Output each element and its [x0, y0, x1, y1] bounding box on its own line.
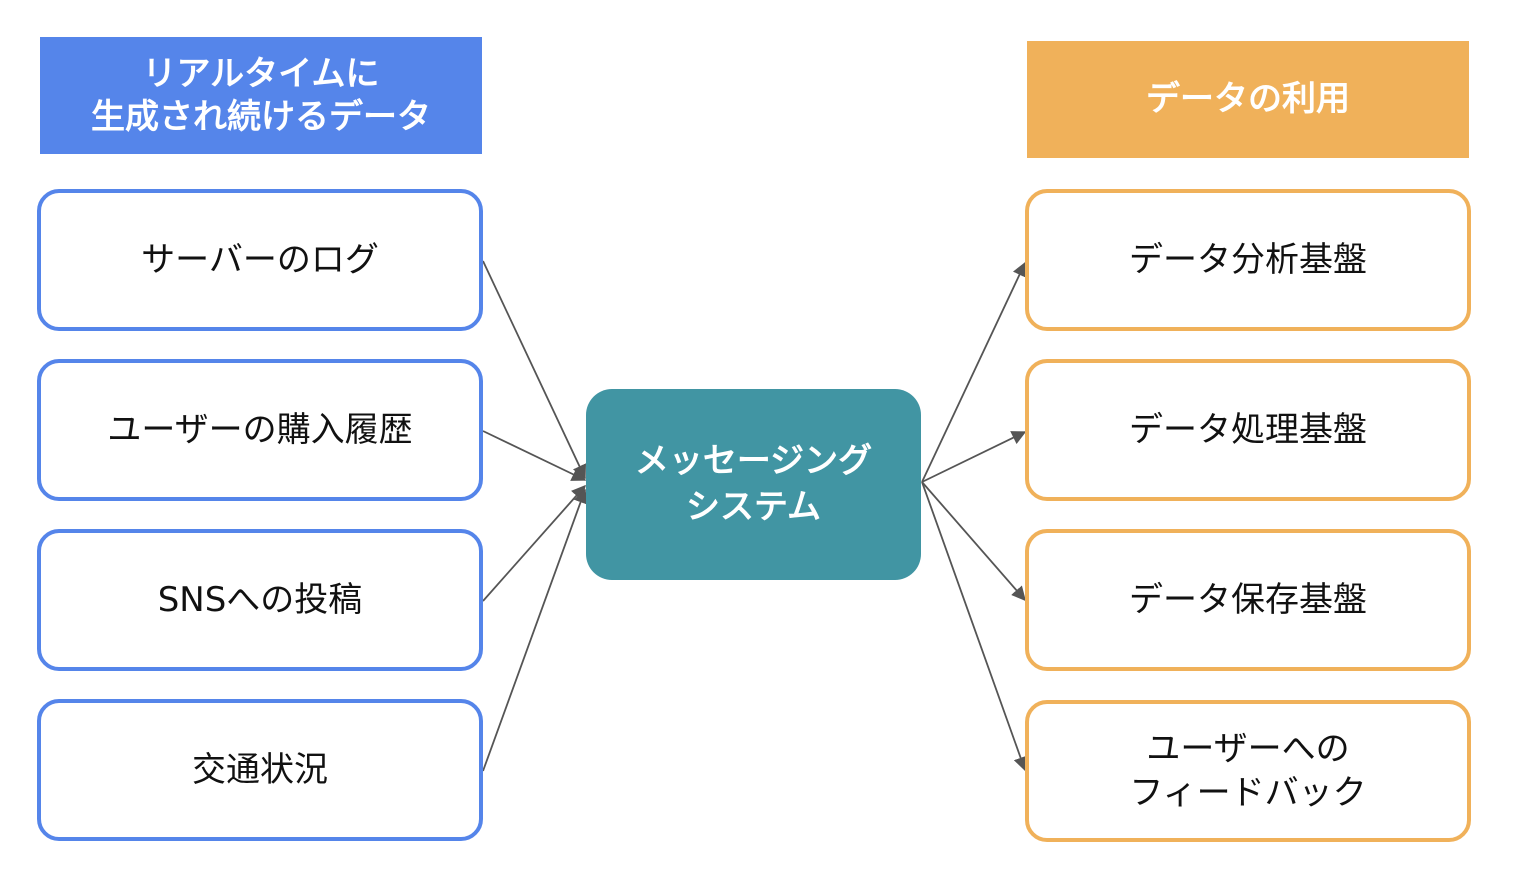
arrow-server-logs: [482, 260, 587, 480]
center-line1: メッセージング: [634, 440, 873, 481]
arrow-to-processing: [921, 431, 1027, 483]
dest-label: データ分析基盤: [1129, 239, 1367, 280]
source-label: ユーザーの購入履歴: [107, 409, 413, 450]
dest-label-line2: フィードバック: [1129, 773, 1367, 813]
arrow-traffic: [482, 488, 588, 772]
source-header-line1: リアルタイムに: [142, 54, 380, 94]
dest-box-feedback: ユーザーへの フィードバック: [1025, 700, 1471, 842]
arrow-purchase-history: [482, 430, 587, 481]
arrow-to-storage: [921, 481, 1026, 602]
dest-label-line1: ユーザーへの: [1146, 728, 1350, 769]
dest-box-storage: データ保存基盤: [1025, 529, 1471, 671]
source-box-sns-posts: SNSへの投稿: [37, 529, 483, 671]
arrow-sns-posts: [482, 484, 586, 602]
source-box-traffic: 交通状況: [37, 699, 483, 841]
source-header-line2: 生成され続けるデータ: [91, 96, 431, 137]
messaging-system-node: メッセージング システム: [586, 389, 921, 580]
dest-label: データ保存基盤: [1129, 579, 1367, 620]
source-header: リアルタイムに 生成され続けるデータ: [40, 37, 482, 154]
source-label: SNSへの投稿: [157, 579, 363, 620]
source-box-server-logs: サーバーのログ: [37, 189, 483, 331]
usage-header-label: データの利用: [1146, 79, 1350, 120]
source-label: サーバーのログ: [141, 239, 379, 280]
arrow-to-feedback: [921, 481, 1028, 772]
usage-header: データの利用: [1027, 41, 1469, 158]
source-label: 交通状況: [192, 749, 328, 790]
dest-box-processing: データ処理基盤: [1025, 359, 1471, 501]
dest-box-analytics: データ分析基盤: [1025, 189, 1471, 331]
source-box-purchase-history: ユーザーの購入履歴: [37, 359, 483, 501]
dest-label: データ処理基盤: [1129, 409, 1367, 450]
center-line2: システム: [686, 486, 821, 527]
arrow-to-analytics: [921, 261, 1026, 483]
